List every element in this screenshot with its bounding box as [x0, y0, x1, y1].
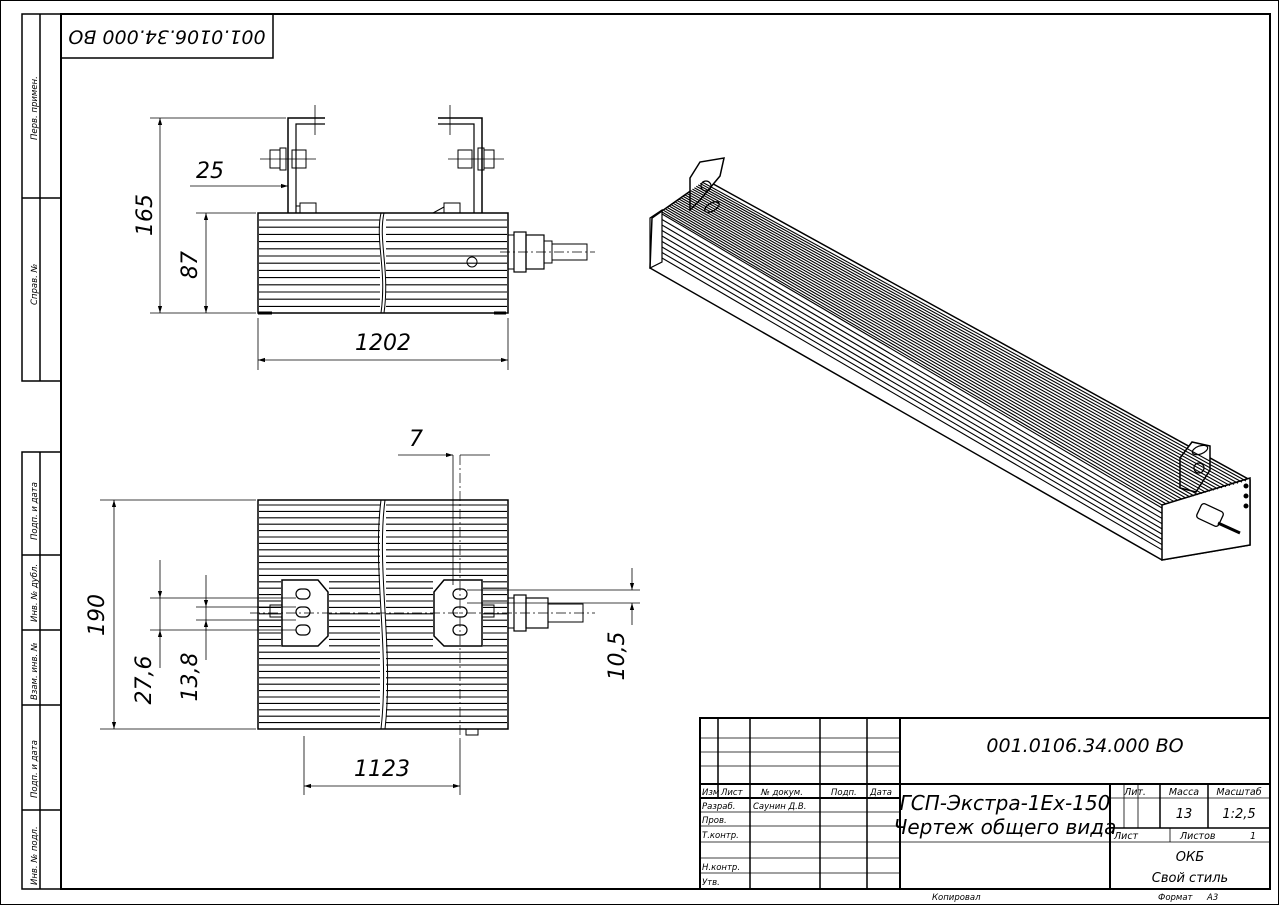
tb-mass-label: Масса	[1169, 787, 1199, 798]
title-block	[699, 717, 1271, 890]
tb-scale-label: Масштаб	[1216, 787, 1261, 798]
dim-bottom-width: 1123	[354, 757, 410, 782]
tb-sheets-label: Листов	[1179, 831, 1216, 842]
fin-line	[675, 201, 1191, 498]
dim-bottom-hole-outer: 27,6	[132, 656, 157, 705]
code-box-rotated	[60, 13, 274, 59]
tb-role-razrab: Разраб.	[702, 802, 735, 812]
fin-line	[661, 219, 1163, 514]
org-line1: ОКБ	[1176, 850, 1204, 865]
bottom-view	[250, 455, 595, 740]
side-label-inv-podl: Инв. № подл.	[30, 826, 40, 885]
fin-line	[661, 246, 1163, 540]
tb-lit-label: Лит.	[1123, 787, 1146, 798]
tb-header-sign: Подп.	[831, 788, 857, 798]
side-label-podp-2: Подп. и дата	[30, 740, 40, 798]
side-label-sprav: Справ. №	[30, 263, 40, 305]
tb-role-nkontr: Н.контр.	[702, 863, 740, 873]
org-line2: Свой стиль	[1152, 871, 1228, 886]
fin-line	[690, 190, 1223, 489]
fin-line	[661, 235, 1163, 530]
fin-line	[694, 187, 1231, 487]
top-view-dimensions	[150, 117, 509, 370]
tb-role-prov: Пров.	[702, 816, 727, 826]
fin-line	[671, 204, 1183, 500]
dim-top-width: 1202	[355, 331, 411, 356]
fin-line	[686, 192, 1215, 491]
tb-header-date: Дата	[869, 788, 892, 798]
dim-top-bracket-offset: 25	[196, 159, 224, 184]
fin-line	[688, 191, 1219, 490]
side-label-vzam: Взам. инв. №	[30, 642, 40, 700]
bottom-view-dimensions	[100, 452, 640, 795]
fin-line	[684, 194, 1211, 492]
fin-line	[661, 241, 1163, 535]
fin-line	[669, 205, 1179, 501]
fin-line	[696, 185, 1235, 485]
side-strip	[21, 13, 62, 890]
doc-title-line2: Чертеж общего вида	[894, 815, 1117, 839]
tb-header-doc: № докум.	[760, 788, 803, 798]
top-view-fins	[259, 219, 507, 307]
fin-line	[699, 182, 1243, 483]
tb-header-list: Лист	[720, 788, 744, 798]
side-label-podp-1: Подп. и дата	[30, 482, 40, 540]
tb-sheet-label: Лист	[1113, 831, 1139, 842]
fin-line	[661, 230, 1163, 525]
top-view	[257, 105, 595, 315]
fin-line	[701, 181, 1247, 482]
dim-top-total-height: 165	[133, 194, 158, 236]
fin-line	[661, 257, 1163, 551]
tb-header-izm: Изм	[702, 788, 720, 798]
tb-scale-value: 1:2,5	[1222, 807, 1255, 822]
fin-line	[678, 198, 1199, 496]
side-label-inv-dubl: Инв. № дубл.	[30, 564, 40, 622]
fin-line	[661, 252, 1163, 546]
code-rotated: 001.0106.34.000 ВО	[68, 26, 265, 48]
fin-line	[682, 195, 1207, 493]
fin-line	[673, 202, 1187, 499]
fin-line	[676, 200, 1195, 497]
doc-code: 001.0106.34.000 ВО	[986, 735, 1183, 757]
dim-bottom-hole-inner: 13,8	[178, 653, 203, 702]
fin-line	[697, 184, 1239, 484]
fin-line	[680, 197, 1203, 495]
footer-format-value: А3	[1206, 893, 1218, 903]
doc-title-line1: ГСП-Экстра-1Ex-150	[900, 791, 1111, 815]
fin-line	[661, 211, 1163, 506]
fin-line	[665, 208, 1171, 504]
dim-top-body-height: 87	[178, 251, 203, 279]
tb-role-utv: Утв.	[702, 878, 720, 888]
fin-line	[692, 188, 1227, 488]
tb-role-tkontr: Т.контр.	[702, 831, 739, 841]
footer-copied: Копировал	[932, 893, 981, 903]
fin-line	[661, 213, 1163, 509]
dim-bottom-hole-pitch: 10,5	[605, 632, 630, 681]
dim-bottom-height: 190	[85, 594, 110, 636]
fin-line	[661, 224, 1163, 519]
side-label-perv: Перв. примен.	[30, 76, 40, 140]
fin-line	[663, 210, 1167, 505]
fin-line	[667, 207, 1175, 503]
tb-developer-name: Саунин Д.В.	[753, 802, 806, 812]
footer-format-label: Формат	[1158, 893, 1194, 903]
bottom-view-fins	[259, 504, 507, 724]
isometric-view-fins	[661, 181, 1247, 551]
tb-mass-value: 13	[1176, 807, 1193, 822]
tb-sheets-value: 1	[1250, 831, 1256, 842]
dim-bottom-gap: 7	[409, 427, 423, 452]
